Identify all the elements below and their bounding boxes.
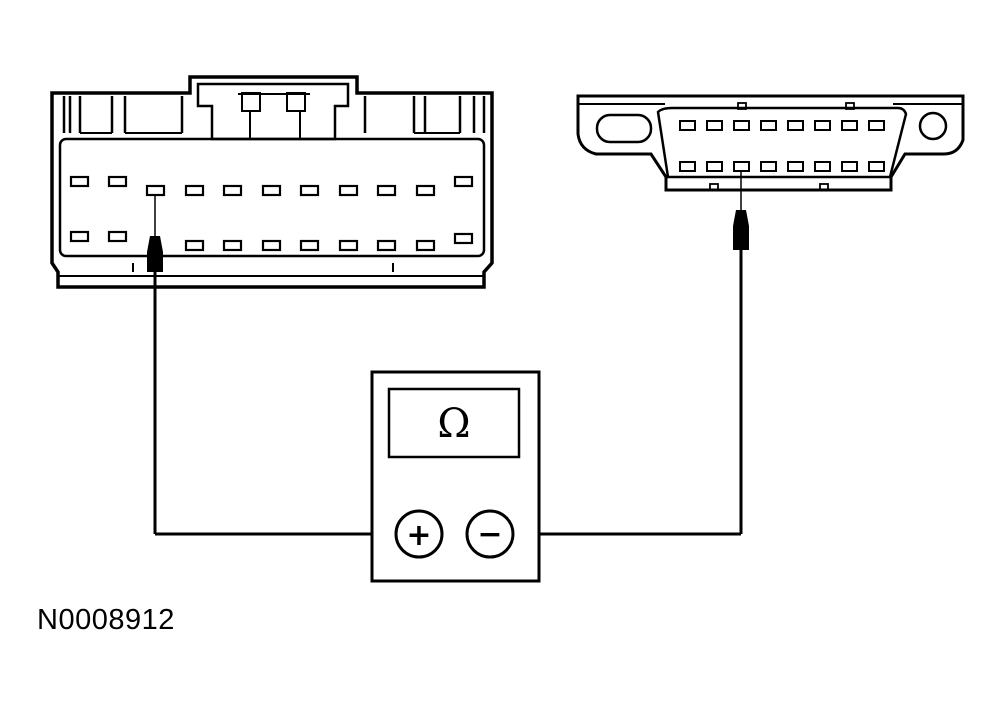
module-connector <box>50 75 494 289</box>
positive-terminal-label: + <box>406 518 431 553</box>
ohm-symbol: Ω <box>437 401 470 447</box>
module-connector-pins <box>69 175 474 252</box>
negative-test-lead <box>514 171 749 536</box>
negative-terminal-label: − <box>477 517 502 552</box>
dlc-connector-pins <box>679 120 885 172</box>
dlc-connector <box>576 94 965 192</box>
ohmmeter: Ω + − <box>370 370 541 583</box>
positive-terminal: + <box>394 509 444 559</box>
positive-test-lead <box>147 195 395 536</box>
figure-reference-number: N0008912 <box>37 604 175 636</box>
ohmmeter-display <box>387 387 521 459</box>
negative-terminal: − <box>465 509 515 559</box>
